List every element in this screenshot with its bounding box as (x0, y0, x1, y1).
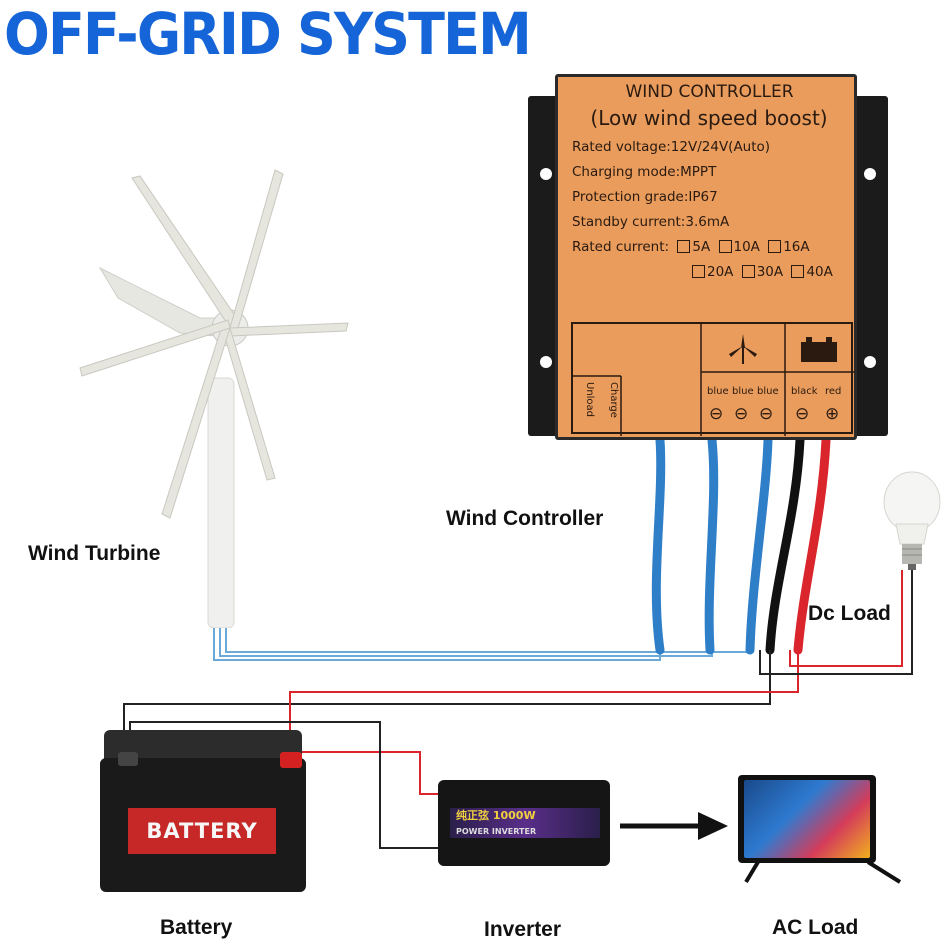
checkbox-icon (677, 240, 691, 253)
wind-turbine-icon (729, 334, 757, 364)
controller-mount-right (852, 96, 888, 436)
spec-charging-mode: Charging mode:MPPT (572, 164, 717, 180)
spec-rated-current-row2: 20A 30A 40A (572, 264, 852, 280)
inverter-model: 纯正弦 1000W (456, 809, 536, 822)
minus-terminal-icon: ⊖ (709, 404, 724, 423)
current-option: 10A (733, 239, 760, 255)
caption-dc-load: Dc Load (808, 602, 891, 625)
checkbox-icon (741, 265, 755, 278)
battery-negative-terminal (118, 752, 138, 766)
wire-label-red: red (825, 386, 842, 397)
mount-hole (540, 356, 552, 368)
checkbox-icon (718, 240, 732, 253)
wind-controller-box (555, 74, 857, 440)
terminal-panel: Unload Charge blue blue blue black red ⊖… (571, 322, 855, 436)
mount-hole (540, 168, 552, 180)
minus-terminal-icon: ⊖ (795, 404, 810, 423)
minus-terminal-icon: ⊖ (734, 404, 749, 423)
caption-wind-turbine: Wind Turbine (28, 542, 161, 565)
wind-turbine (79, 169, 349, 628)
tv-screen (744, 780, 870, 858)
spec-rated-current: Rated current: 5A 10A 16A (572, 239, 852, 255)
wire-label-black: black (791, 386, 818, 397)
controller-label: WIND CONTROLLER (Low wind speed boost) R… (572, 82, 852, 280)
battery-icon (801, 337, 837, 362)
caption-battery: Battery (160, 916, 233, 939)
current-option: 40A (806, 264, 833, 280)
wire-label-blue-1: blue (707, 386, 729, 397)
unload-label: Unload (584, 382, 595, 418)
controller-wires (651, 435, 831, 655)
light-bulb-icon (883, 471, 941, 570)
tv-stand (744, 862, 902, 884)
diagram-title: OFF-GRID SYSTEM (4, 0, 532, 68)
arrow-to-ac-load (620, 812, 728, 840)
current-option: 20A (707, 264, 734, 280)
controller-subheading: (Low wind speed boost) (590, 106, 828, 130)
inverter-subtitle: POWER INVERTER (456, 827, 537, 836)
current-option: 5A (692, 239, 711, 255)
wire-label-blue-2: blue (732, 386, 754, 397)
caption-ac-load: AC Load (772, 916, 859, 939)
inverter-label: 纯正弦 1000W POWER INVERTER (450, 808, 600, 838)
mount-hole (864, 356, 876, 368)
caption-inverter: Inverter (484, 918, 562, 941)
minus-terminal-icon: ⊖ (759, 404, 774, 423)
caption-wind-controller: Wind Controller (446, 507, 604, 530)
current-option: 16A (783, 239, 810, 255)
rated-current-label: Rated current: (572, 239, 670, 255)
checkbox-icon (768, 240, 782, 253)
checkbox-icon (791, 265, 805, 278)
spec-standby: Standby current:3.6mA (572, 214, 730, 230)
mount-hole (864, 168, 876, 180)
plus-terminal-icon: ⊕ (825, 404, 840, 423)
current-option: 30A (756, 264, 784, 280)
terminal-panel-lines (573, 324, 855, 436)
battery-label: BATTERY (128, 808, 276, 854)
charge-label: Charge (608, 382, 619, 418)
wire-label-blue-3: blue (757, 386, 779, 397)
spec-rated-voltage: Rated voltage:12V/24V(Auto) (572, 139, 771, 155)
spec-protection: Protection grade:IP67 (572, 189, 718, 205)
controller-heading: WIND CONTROLLER (625, 82, 794, 102)
checkbox-icon (692, 265, 705, 278)
battery-positive-terminal (280, 752, 302, 768)
